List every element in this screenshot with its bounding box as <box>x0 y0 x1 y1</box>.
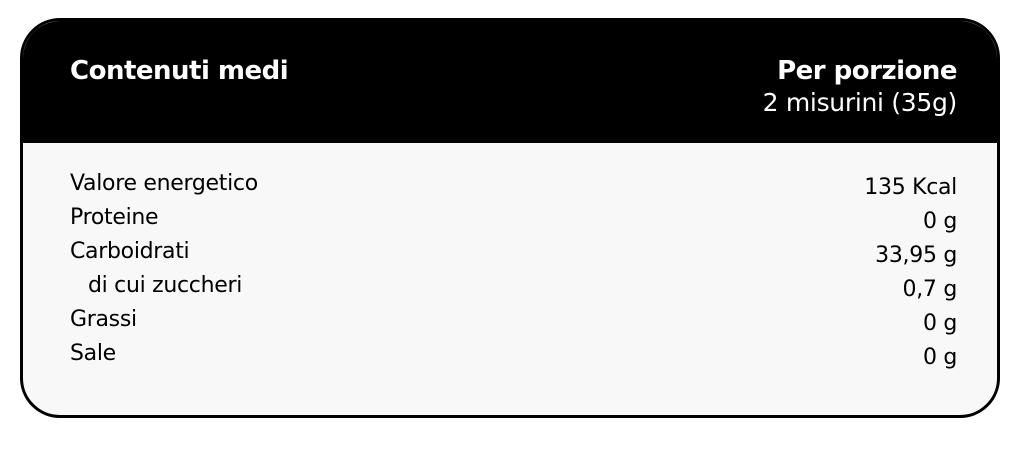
nutrition-table: Valore energetico 135 Kcal Proteine 0 g … <box>70 171 957 375</box>
nutrient-name: Proteine <box>70 205 159 230</box>
table-row: Proteine 0 g <box>70 205 957 239</box>
label-header: Contenuti medi Per porzione 2 misurini (… <box>23 21 997 143</box>
nutrient-value: 0 g <box>922 209 957 234</box>
nutrient-value: 135 Kcal <box>864 175 957 200</box>
nutrient-value: 0 g <box>922 345 957 370</box>
table-row: Valore energetico 135 Kcal <box>70 171 957 205</box>
nutrient-name: Carboidrati <box>70 239 190 264</box>
table-row: Carboidrati 33,95 g <box>70 239 957 273</box>
header-title: Contenuti medi <box>70 56 289 86</box>
serving-size: 2 misurini (35g) <box>762 88 958 117</box>
table-row: Grassi 0 g <box>70 307 957 341</box>
nutrition-label: Contenuti medi Per porzione 2 misurini (… <box>20 18 1000 418</box>
nutrient-name: di cui zuccheri <box>88 273 243 298</box>
serving-title: Per porzione <box>777 56 957 86</box>
nutrient-value: 0,7 g <box>902 277 958 302</box>
nutrient-value: 33,95 g <box>875 243 957 268</box>
table-row: di cui zuccheri 0,7 g <box>70 273 957 307</box>
nutrient-name: Grassi <box>70 307 137 332</box>
nutrient-name: Sale <box>70 341 116 366</box>
header-serving-info: Per porzione 2 misurini (35g) <box>762 56 958 118</box>
table-row: Sale 0 g <box>70 341 957 375</box>
nutrient-value: 0 g <box>922 311 957 336</box>
nutrient-name: Valore energetico <box>70 171 258 196</box>
